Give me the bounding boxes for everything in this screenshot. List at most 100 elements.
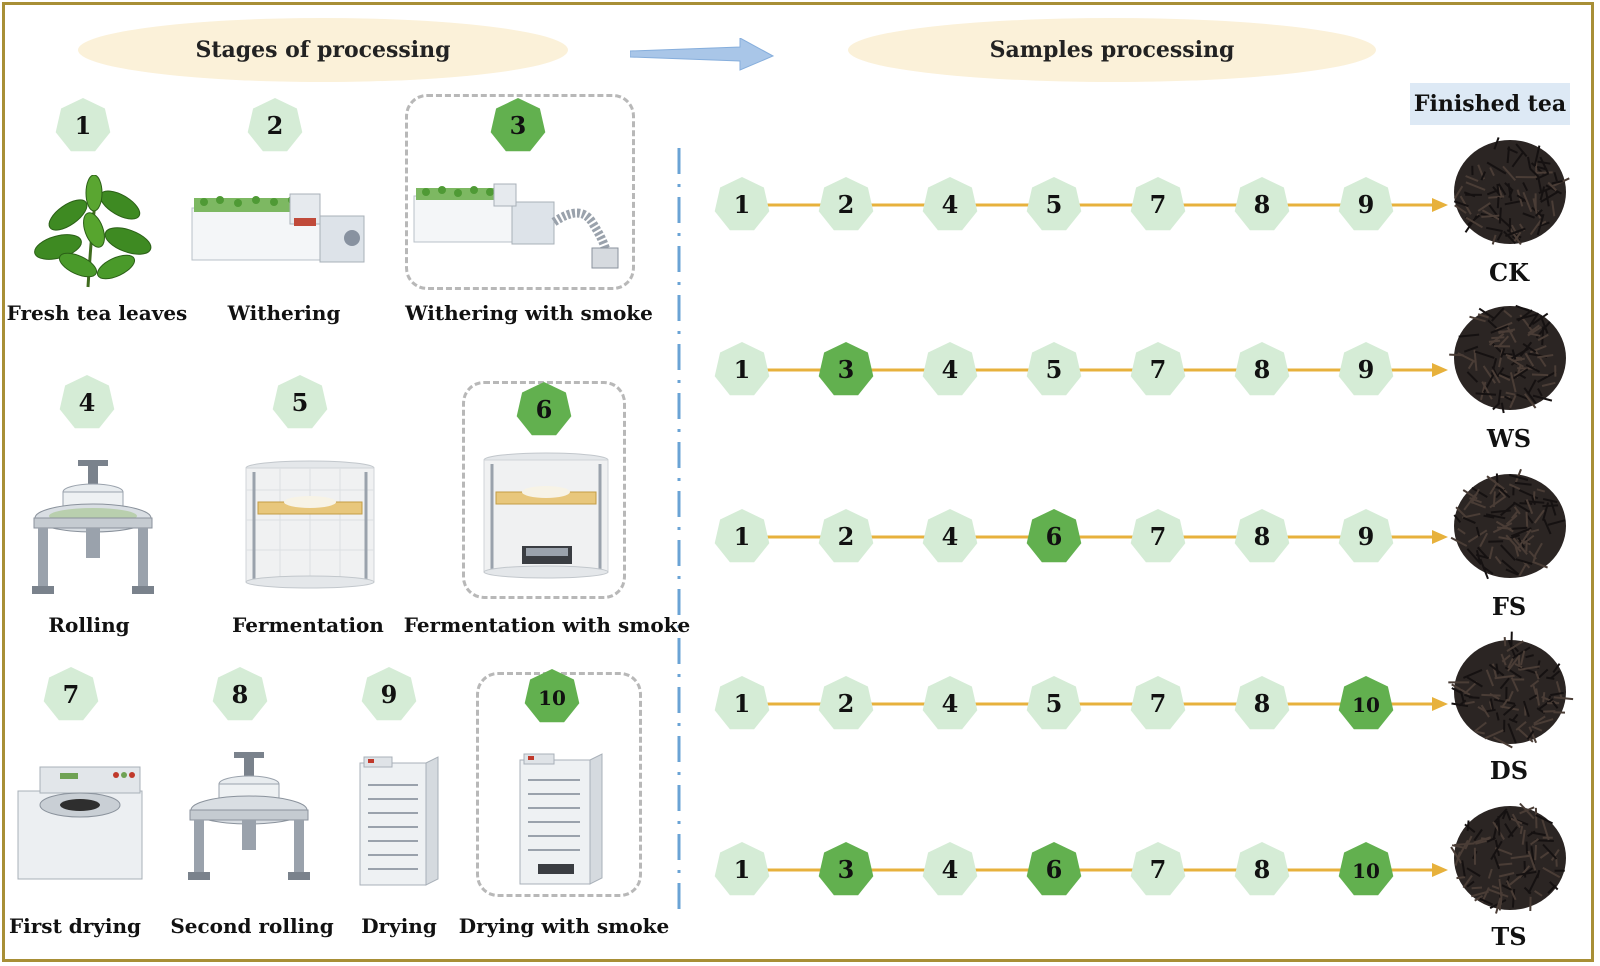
tea-strand — [1540, 191, 1559, 203]
tea-strand — [1535, 688, 1541, 706]
tea-strand — [1476, 546, 1489, 559]
tea-strand — [1475, 839, 1487, 845]
tea-strand — [1528, 312, 1540, 328]
tea-strand — [1525, 499, 1534, 515]
tea-strand — [1534, 670, 1540, 680]
tea-strand — [1551, 200, 1556, 217]
rolling-machine-icon — [32, 460, 154, 594]
tea-strand — [1486, 475, 1505, 491]
tea-strand — [1496, 526, 1512, 530]
tea-strand — [1539, 850, 1550, 859]
tea-strand — [1479, 558, 1489, 580]
flow-step-ts-6-shape — [1026, 842, 1082, 896]
flow-step-ds-8-shape — [1234, 676, 1290, 730]
tea-strand — [1535, 171, 1553, 174]
tea-pile-ds — [1448, 631, 1574, 749]
flow-step-ts-10: 10 — [1338, 842, 1394, 896]
tea-strand — [1503, 309, 1513, 318]
tea-strand — [1500, 402, 1505, 414]
tea-strand — [1542, 843, 1558, 860]
tea-strand — [1505, 227, 1526, 237]
tea-strand — [1491, 663, 1498, 679]
tea-strand — [1507, 723, 1517, 744]
tea-strand — [1516, 393, 1529, 400]
tea-strand — [1537, 333, 1549, 342]
tea-strand — [1524, 352, 1535, 367]
flow-step-ck-8-number: 8 — [1254, 190, 1271, 219]
tea-strand — [1545, 184, 1562, 195]
flow-step-ds-2: 2 — [818, 676, 874, 730]
drying-oven-icon — [359, 756, 439, 886]
tea-strand — [1545, 190, 1550, 207]
flow-step-ts-3-shape — [818, 842, 874, 896]
flow-step-ts-7-number: 7 — [1150, 855, 1167, 884]
tea-strand — [1493, 808, 1508, 823]
flow-step-fs-7: 7 — [1130, 509, 1186, 563]
tea-strand — [1473, 721, 1487, 733]
withering-trough-icon — [191, 193, 365, 263]
tea-strand — [1522, 700, 1530, 718]
tea-strand — [1486, 836, 1496, 843]
tea-strand — [1528, 694, 1538, 701]
tea-strand — [1535, 172, 1550, 181]
flow-step-ts-1-shape — [714, 842, 770, 896]
tea-strand — [1503, 395, 1513, 402]
tea-strand — [1509, 394, 1517, 409]
tea-strand — [1490, 509, 1511, 514]
flow-step-ws-8-shape — [1234, 342, 1290, 396]
tea-strand — [1454, 851, 1461, 866]
stage-badge-9-shape — [361, 667, 417, 721]
tea-strand — [1502, 703, 1517, 716]
tea-strand — [1506, 146, 1510, 164]
tea-strand — [1467, 529, 1488, 543]
tea-strand — [1475, 392, 1497, 396]
tea-strand — [1488, 663, 1505, 677]
tea-pile-fs — [1450, 468, 1566, 580]
flow-step-ck-8-shape — [1234, 177, 1290, 231]
fermentation-smoke-chamber-icon — [483, 452, 609, 579]
tea-strand — [1481, 214, 1501, 218]
stage-badge-2-number: 2 — [267, 111, 284, 140]
tea-strand — [1505, 514, 1518, 526]
flow-step-ds-2-shape — [818, 676, 874, 730]
flow-step-ws-3-shape — [818, 342, 874, 396]
tea-strand — [1488, 339, 1501, 343]
tea-strand — [1488, 195, 1505, 199]
stage-badge-8-number: 8 — [232, 680, 249, 709]
flow-step-ck-2-number: 2 — [838, 190, 855, 219]
stage-badge-2: 2 — [247, 98, 303, 152]
tea-strand — [1469, 315, 1486, 323]
flow-step-ts-8: 8 — [1234, 842, 1290, 896]
flow-step-ds-10-number: 10 — [1352, 693, 1380, 717]
tea-strand — [1502, 165, 1517, 182]
tea-strand — [1494, 555, 1502, 565]
flow-step-ck-7-shape — [1130, 177, 1186, 231]
flow-step-fs-7-number: 7 — [1150, 522, 1167, 551]
tea-strand — [1498, 536, 1512, 541]
stage-badge-3: 3 — [490, 98, 546, 152]
flow-step-ck-9-shape — [1338, 177, 1394, 231]
flow-step-fs-7-shape — [1130, 509, 1186, 563]
tea-strand — [1488, 540, 1504, 543]
tea-strand — [1476, 730, 1485, 735]
stage-label-7: First drying — [8, 914, 142, 938]
tea-strand — [1489, 167, 1495, 177]
stage-badge-5-shape — [272, 375, 328, 429]
flow-step-ts-4-number: 4 — [942, 855, 959, 884]
flow-step-ws-7-shape — [1130, 342, 1186, 396]
tea-strand — [1495, 487, 1505, 499]
tea-strand — [1530, 846, 1535, 865]
tea-strand — [1495, 712, 1500, 721]
tea-strand — [1451, 683, 1471, 696]
tea-strand — [1537, 354, 1554, 359]
tea-pile-ts — [1450, 802, 1566, 914]
tea-strand — [1522, 212, 1535, 219]
stage-label-4: Rolling — [48, 613, 130, 637]
tea-strand — [1491, 369, 1501, 384]
flow-step-fs-8-shape — [1234, 509, 1290, 563]
flow-step-ts-8-shape — [1234, 842, 1290, 896]
tea-strand — [1531, 725, 1543, 732]
flow-step-ts-3-number: 3 — [838, 855, 855, 884]
tea-strand — [1525, 654, 1534, 659]
